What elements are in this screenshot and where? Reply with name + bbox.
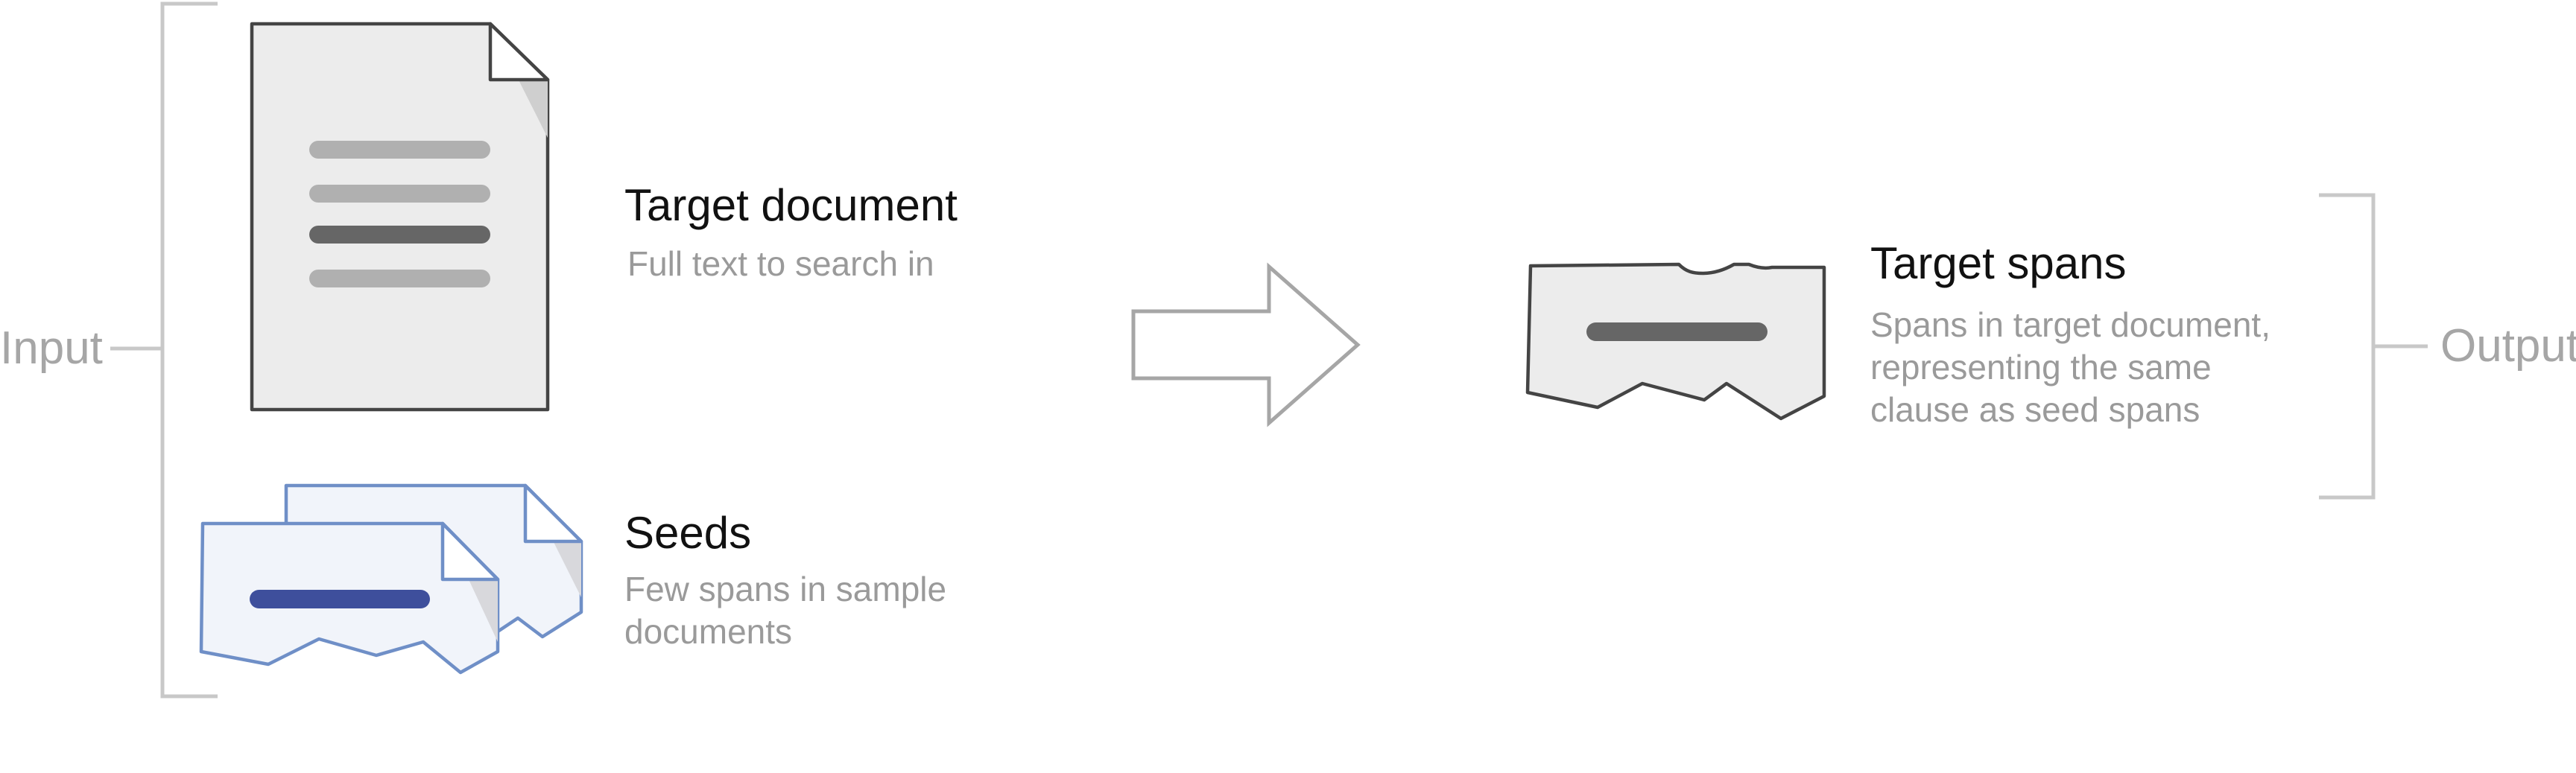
target-document-icon — [250, 22, 550, 412]
output-label: Output — [2440, 320, 2576, 372]
seeds-description-line-1: Few spans in sample — [624, 570, 946, 608]
target-document-title: Target document — [624, 180, 958, 230]
target-spans-description-line-2: representing the same — [1870, 348, 2212, 386]
text-line-4 — [309, 270, 490, 287]
output-bracket: Output — [2319, 193, 2576, 500]
seeds-title: Seeds — [624, 508, 751, 558]
seeds-description-line-2: documents — [624, 612, 792, 651]
seeds-icon — [199, 483, 583, 675]
right-arrow — [1131, 262, 1361, 427]
seed-highlight-line — [250, 590, 430, 608]
input-label: Input — [0, 322, 103, 374]
text-line-1 — [309, 141, 490, 159]
seed-fragment-front — [199, 521, 500, 675]
target-spans-title: Target spans — [1870, 238, 2127, 288]
target-document-description: Full text to search in — [627, 244, 934, 283]
target-span-highlight-line — [1586, 322, 1768, 341]
target-spans-description-line-1: Spans in target document, — [1870, 305, 2270, 344]
text-line-3-highlight — [309, 226, 490, 244]
target-span-icon — [1525, 262, 1826, 421]
input-bracket: Input — [0, 1, 218, 699]
text-line-2 — [309, 185, 490, 203]
target-spans-description-line-3: clause as seed spans — [1870, 390, 2200, 429]
